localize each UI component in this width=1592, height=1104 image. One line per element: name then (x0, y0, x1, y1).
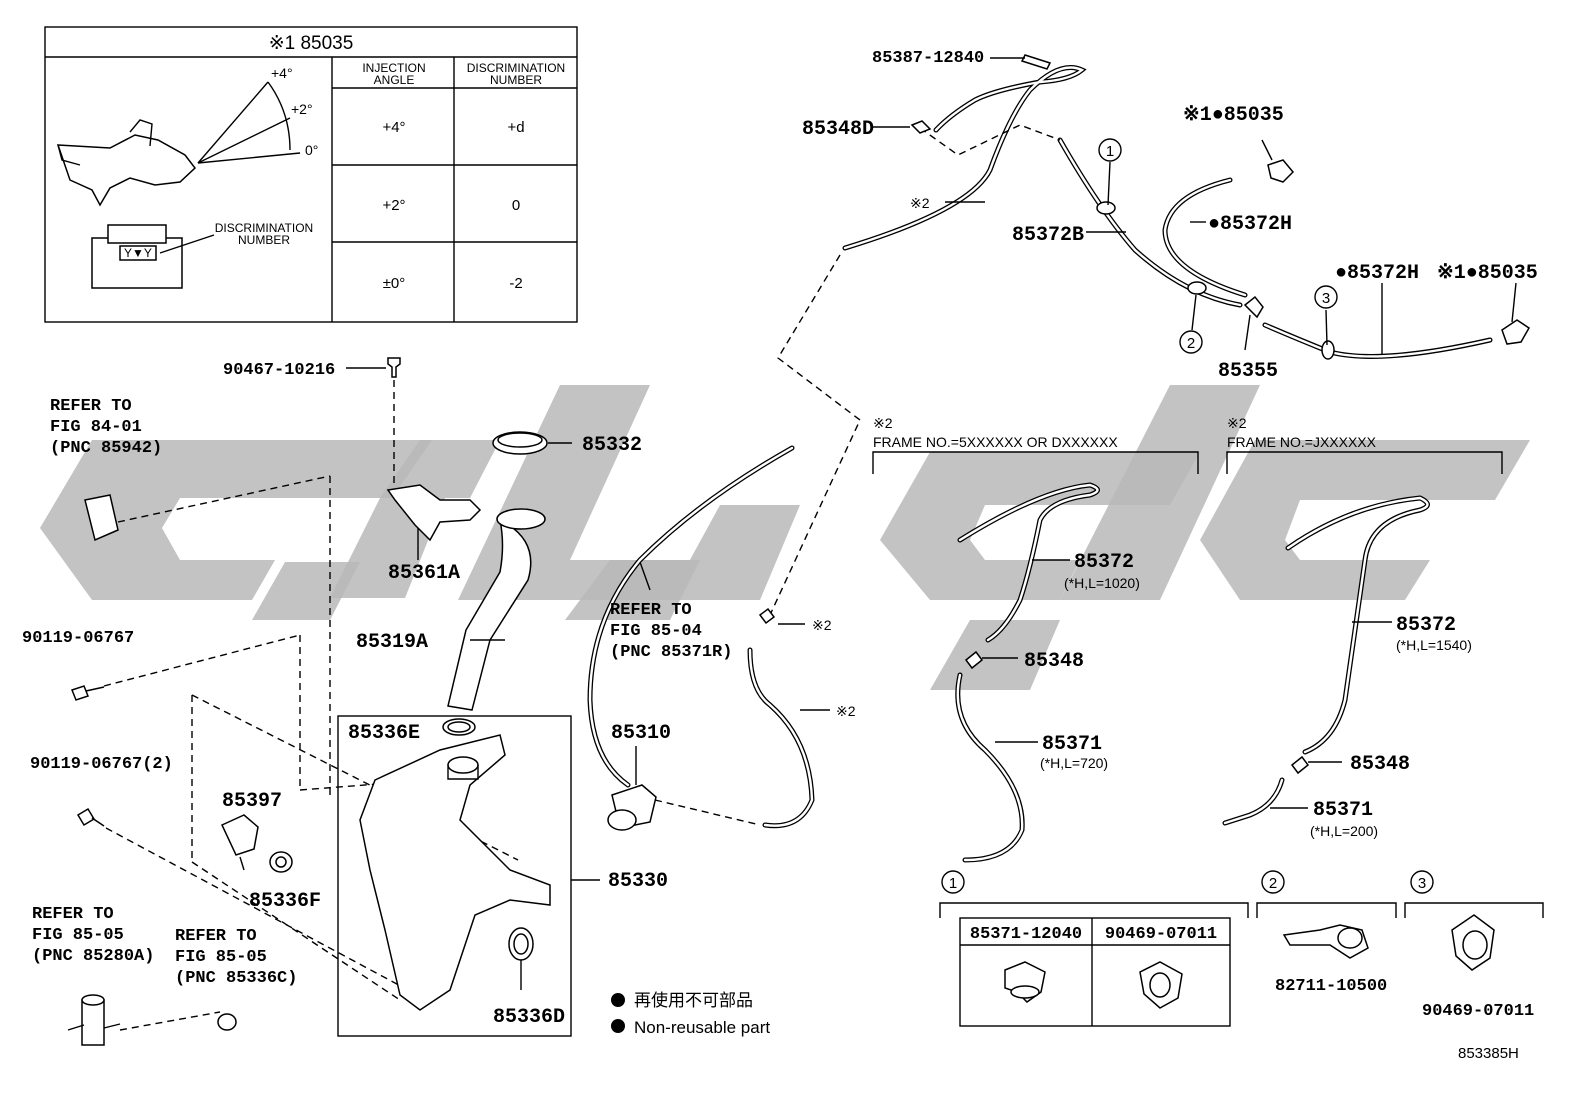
clip-details: 1 85371-12040 90469-07011 2 82711-10500 … (939, 870, 1544, 1027)
sensor-icon (84, 494, 119, 542)
angle-mark-2: +2° (291, 101, 313, 117)
label-85361A: 85361A (388, 562, 460, 585)
clip-table-header-1: 85371-12040 (970, 925, 1082, 944)
label-85336D: 85336D (493, 1006, 565, 1029)
framej-label: FRAME NO.=JXXXXXX (1227, 434, 1377, 450)
label-85372H-top: ●85372H (1208, 213, 1292, 236)
non-reusable-dot-icon-2 (611, 1019, 625, 1033)
callout-2-detail: 2 (1269, 875, 1277, 892)
label-85336F: 85336F (249, 890, 321, 913)
label-85348-a: 85348 (1024, 650, 1084, 673)
len-85372-a: (*H,L=1020) (1064, 575, 1140, 591)
refer-fig-85-05-a: REFER TO FIG 85-05 (PNC 85280A) (32, 905, 154, 966)
watermark-logo (40, 385, 1530, 690)
row3-angle: ±0° (383, 275, 406, 292)
frame5-label: FRAME NO.=5XXXXXX OR DXXXXXX (873, 434, 1118, 450)
label-85336E: 85336E (348, 722, 420, 745)
nozzle-angle-drawing: +4° +2° 0° (56, 65, 318, 207)
non-reusable-dot-icon (611, 993, 625, 1007)
label-85397: 85397 (222, 790, 282, 813)
label-90467-10216: 90467-10216 (223, 361, 335, 380)
legend: 再使用不可部品 Non-reusable part (611, 990, 770, 1037)
row1-angle: +4° (382, 119, 405, 136)
row2-angle: +2° (382, 197, 405, 214)
label-85372-b: 85372 (1396, 614, 1456, 637)
motor-icon (81, 999, 105, 1046)
len-85372-b: (*H,L=1540) (1396, 637, 1472, 653)
legend-en: Non-reusable part (634, 1018, 770, 1037)
label-85371-a: 85371 (1042, 733, 1102, 756)
dashed-connection (769, 254, 861, 616)
label-85035-top: ※1●85035 (1183, 104, 1284, 127)
label-85319A: 85319A (356, 631, 428, 654)
inset-table-title: ※1 85035 (269, 33, 354, 54)
label-85372B: 85372B (1012, 224, 1084, 247)
frame-j-section: ※2 FRAME NO.=JXXXXXX 85372 (*H,L=1540) 8… (1222, 415, 1503, 839)
label-90119-06767-2: 90119-06767(2) (30, 755, 173, 774)
label-82711-10500: 82711-10500 (1275, 977, 1387, 996)
label-85310: 85310 (611, 722, 671, 745)
legend-jp: 再使用不可部品 (634, 990, 753, 1010)
clip-table-header-2: 90469-07011 (1105, 925, 1217, 944)
label-90119-06767: 90119-06767 (22, 629, 134, 648)
len-85371-a: (*H,L=720) (1040, 755, 1108, 771)
left-parts: 90467-10216 85361A 85332 85319A REFER TO… (22, 357, 642, 1046)
label-85035-right: ※1●85035 (1437, 262, 1538, 285)
label-85332: 85332 (582, 434, 642, 457)
label-90469-07011: 90469-07011 (1422, 1002, 1534, 1021)
svg-text:Y▼Y: Y▼Y (124, 246, 152, 260)
callout-3-top: 3 (1322, 290, 1330, 307)
label-85371-b: 85371 (1313, 799, 1373, 822)
note-x2-mid: ※2 (812, 617, 832, 633)
angle-mark-0: 0° (305, 142, 318, 158)
note-x2-top: ※2 (910, 195, 930, 211)
callout-2-top: 2 (1187, 335, 1195, 352)
label-85348D: 85348D (802, 118, 874, 141)
refer-fig-85-05-b: REFER TO FIG 85-05 (PNC 85336C) (175, 927, 297, 988)
callout-1-detail: 1 (949, 875, 957, 892)
label-85372H-right: ●85372H (1335, 262, 1419, 285)
top-hose-assembly: 1 2 3 85387-12840 85348D ※2 85372B ※1●85… (802, 49, 1538, 383)
callout-3-detail: 3 (1418, 875, 1426, 892)
label-85355: 85355 (1218, 360, 1278, 383)
row1-number: +d (507, 119, 524, 136)
angle-mark-4: +4° (271, 65, 293, 81)
middle-parts: REFER TO FIG 85-04 (PNC 85371R) 85310 ※2… (587, 445, 856, 831)
refer-fig-84-01: REFER TO FIG 84-01 (PNC 85942) (50, 397, 162, 458)
refer-fig-85-04: REFER TO FIG 85-04 (PNC 85371R) (610, 601, 732, 662)
frame-5-section: ※2 FRAME NO.=5XXXXXX OR DXXXXXX 85372 (*… (872, 415, 1199, 863)
note-x2-framej: ※2 (1227, 415, 1247, 431)
len-85371-b: (*H,L=200) (1310, 823, 1378, 839)
reservoir-box: 85336E 85330 85336D (337, 715, 668, 1037)
label-85348-b: 85348 (1350, 753, 1410, 776)
note-x2-frame5: ※2 (873, 415, 893, 431)
row2-number: 0 (512, 197, 520, 214)
label-85372-a: 85372 (1074, 551, 1134, 574)
row3-number: -2 (509, 275, 522, 292)
note-x2-low: ※2 (836, 703, 856, 719)
label-85387-12840: 85387-12840 (872, 49, 984, 68)
figure-id: 853385H (1458, 1045, 1519, 1062)
label-85330: 85330 (608, 870, 668, 893)
callout-1-top: 1 (1106, 143, 1114, 160)
